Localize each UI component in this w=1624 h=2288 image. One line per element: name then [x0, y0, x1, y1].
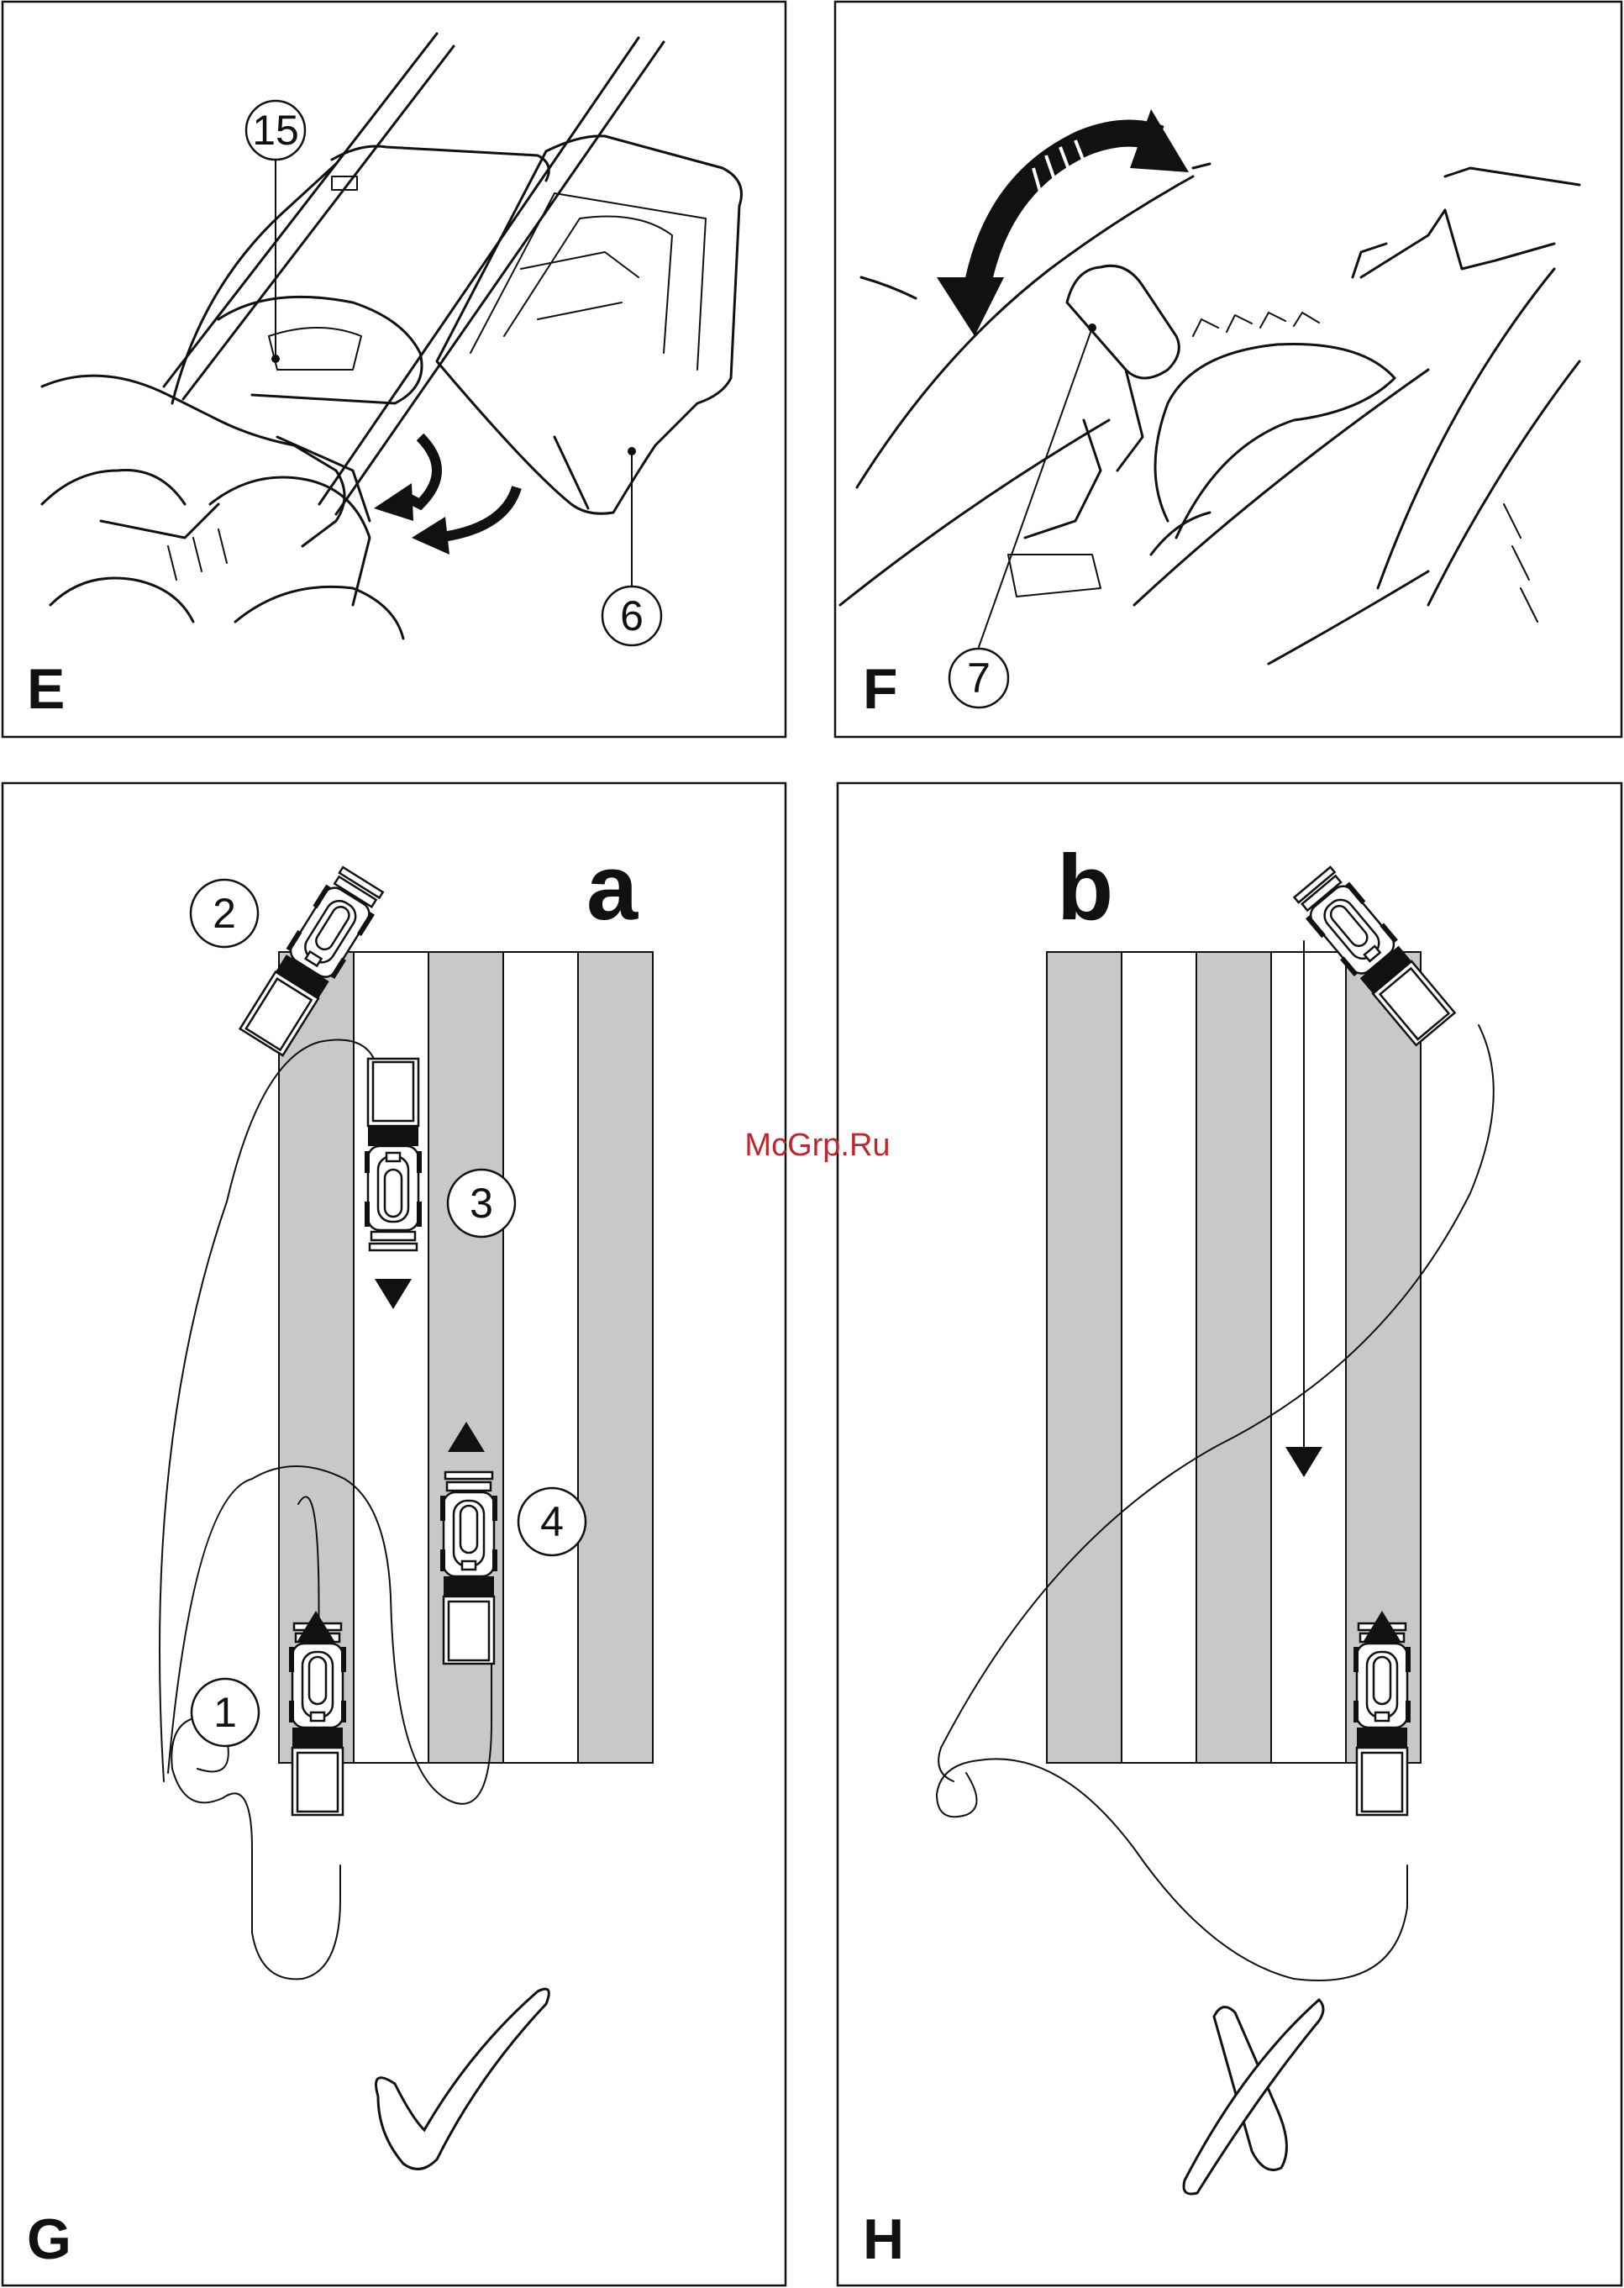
callout-3-label: 3	[470, 1180, 493, 1227]
callout-1: 1	[192, 1679, 259, 1746]
panel-e-label: E	[27, 657, 65, 721]
callout-4-label: 4	[540, 1498, 564, 1545]
panel-e-frame	[3, 2, 786, 737]
scenario-b-label: b	[1057, 836, 1113, 939]
panel-f-frame	[835, 2, 1621, 737]
callout-7-label: 7	[967, 655, 991, 702]
panel-e: 15 6 E	[3, 2, 786, 737]
panel-f-label: F	[863, 657, 898, 721]
callout-1-label: 1	[213, 1689, 237, 1736]
panel-h: b H	[838, 783, 1621, 2285]
callout-2: 2	[191, 880, 258, 947]
callout-3: 3	[448, 1170, 515, 1237]
watermark: McGrp.Ru	[744, 1128, 890, 1163]
callout-15-label: 15	[252, 107, 299, 154]
callout-2-label: 2	[213, 890, 236, 937]
callout-6-label: 6	[620, 592, 644, 639]
panel-f: 7 F	[835, 2, 1621, 737]
panel-h-label: H	[863, 2207, 904, 2271]
panel-g-label: G	[27, 2207, 71, 2271]
panel-g: 1 2 3 4 a G	[3, 783, 786, 2285]
callout-4: 4	[518, 1488, 586, 1555]
scenario-a-label: a	[586, 836, 639, 939]
